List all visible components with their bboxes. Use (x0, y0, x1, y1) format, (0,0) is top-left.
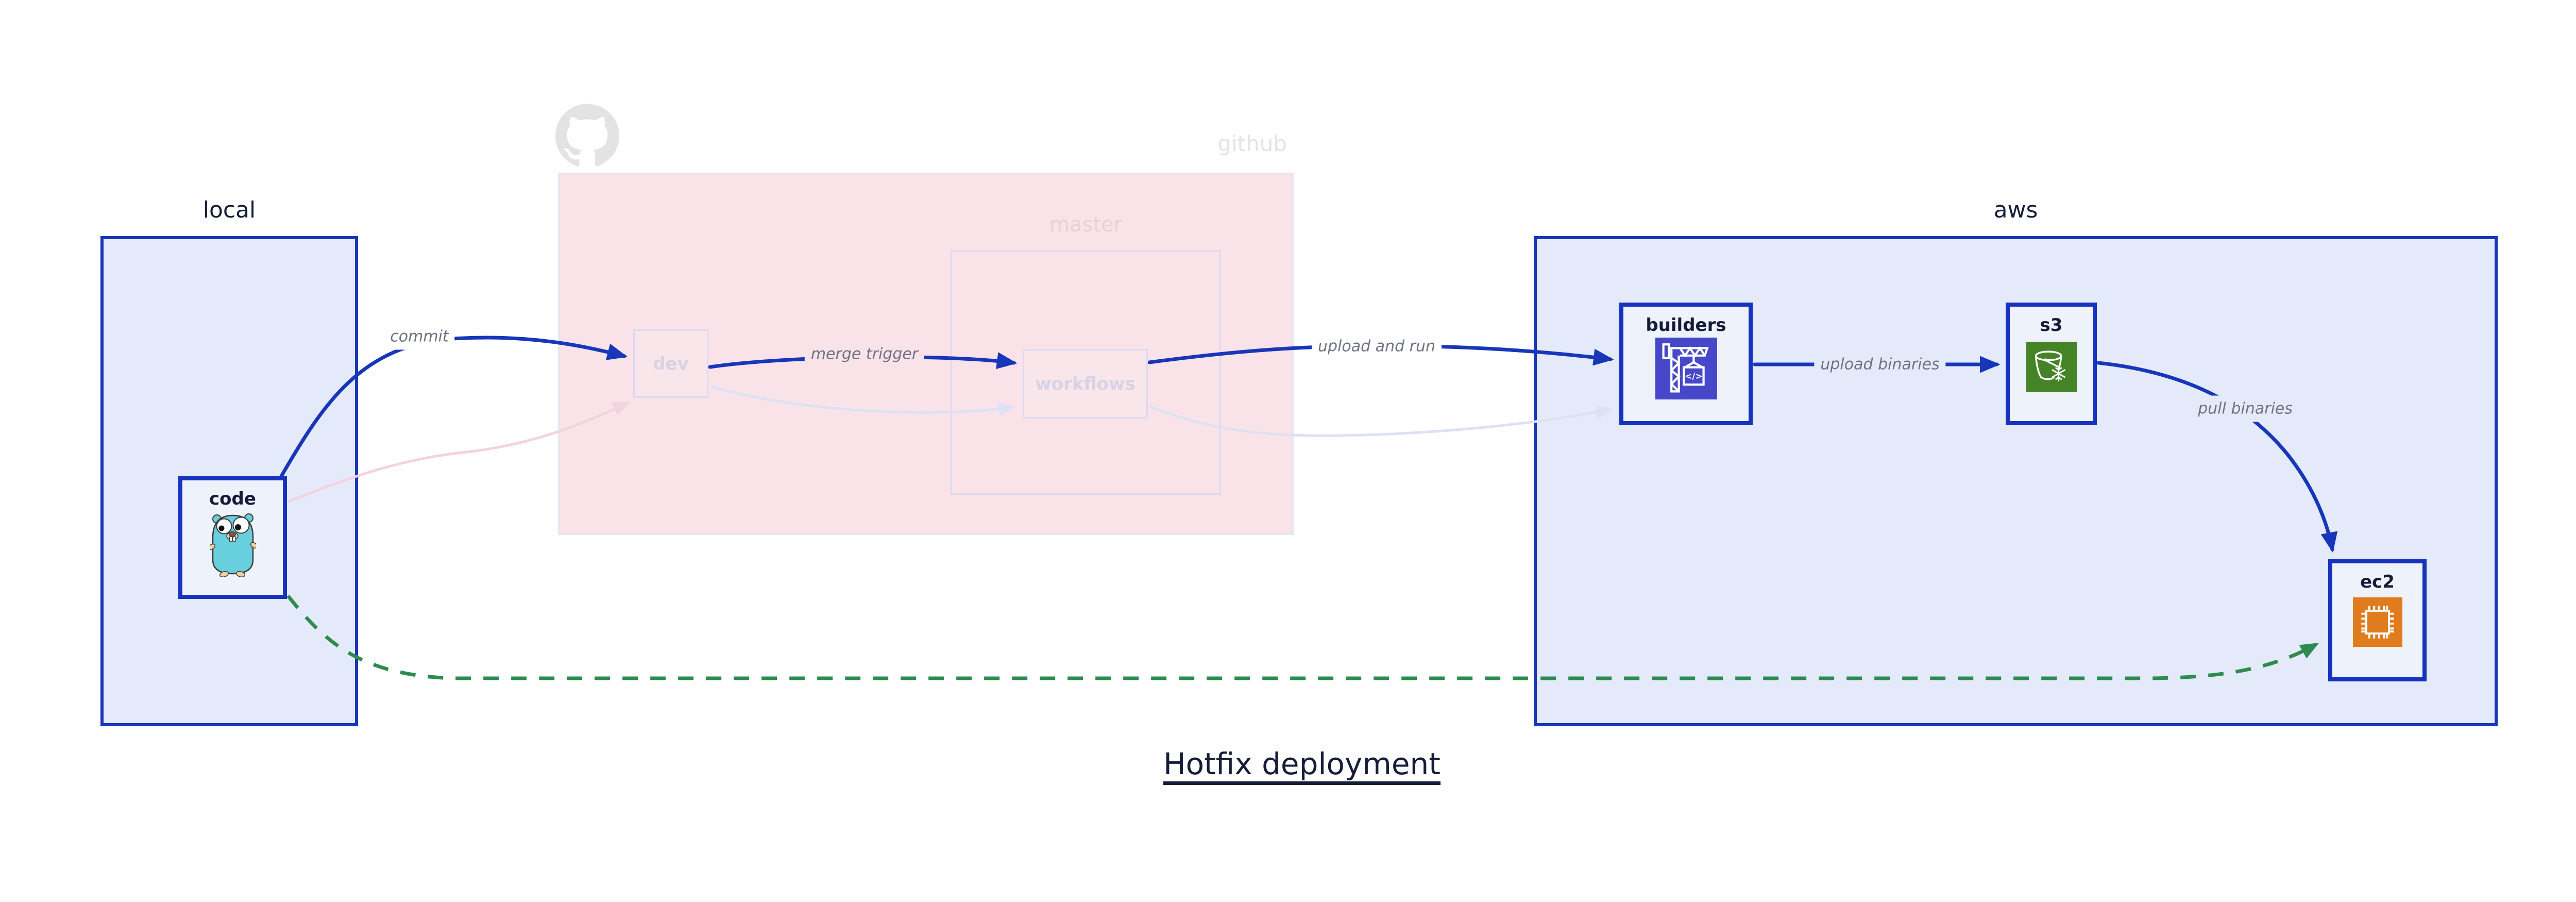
edge-commit (279, 336, 628, 478)
node-workflows: workflows (1023, 349, 1148, 419)
node-s3-label: s3 (2040, 315, 2063, 336)
edge-code-to-dev-faded (287, 402, 631, 504)
node-dev: dev (633, 329, 708, 398)
github-octocat-icon (555, 104, 619, 166)
s3-glacier-bucket-icon (2026, 342, 2077, 392)
diagram-title: Hotfix deployment (0, 746, 2576, 781)
code-glyph: </> (1685, 371, 1702, 381)
edge-label-upload-binaries: upload binaries (1814, 351, 1946, 378)
edge-dev-to-workflows-faded (709, 385, 1016, 416)
node-s3: s3 (2006, 303, 2097, 425)
group-local-label: local (202, 197, 256, 223)
edge-workflows-to-builders-faded (1149, 405, 1614, 437)
group-aws-label: aws (1993, 197, 2038, 223)
edge-hotfix-dashed (286, 594, 2319, 680)
go-gopher-icon (209, 513, 256, 577)
group-github-label: github (1217, 131, 1287, 156)
edge-pull-binaries (2096, 361, 2338, 553)
node-dev-label: dev (653, 353, 689, 374)
node-code-label: code (209, 489, 256, 509)
node-ec2: ec2 (2328, 559, 2427, 681)
edge-label-merge-trigger: merge trigger (804, 341, 925, 368)
ec2-chip-icon (2352, 597, 2402, 647)
node-builders: builders </> (1619, 303, 1753, 425)
node-builders-label: builders (1646, 315, 1726, 336)
group-master-label: master (1049, 213, 1123, 237)
node-workflows-label: workflows (1035, 373, 1136, 394)
edge-label-pull-binaries: pull binaries (2192, 395, 2299, 422)
group-master (951, 250, 1221, 495)
codebuild-crane-icon: </> (1655, 338, 1717, 399)
edge-label-commit: commit (384, 323, 455, 350)
node-ec2-label: ec2 (2360, 572, 2395, 592)
edge-label-upload-and-run: upload and run (1311, 333, 1442, 360)
diagram-title-text: Hotfix deployment (1163, 746, 1441, 781)
node-code: code (178, 476, 287, 599)
